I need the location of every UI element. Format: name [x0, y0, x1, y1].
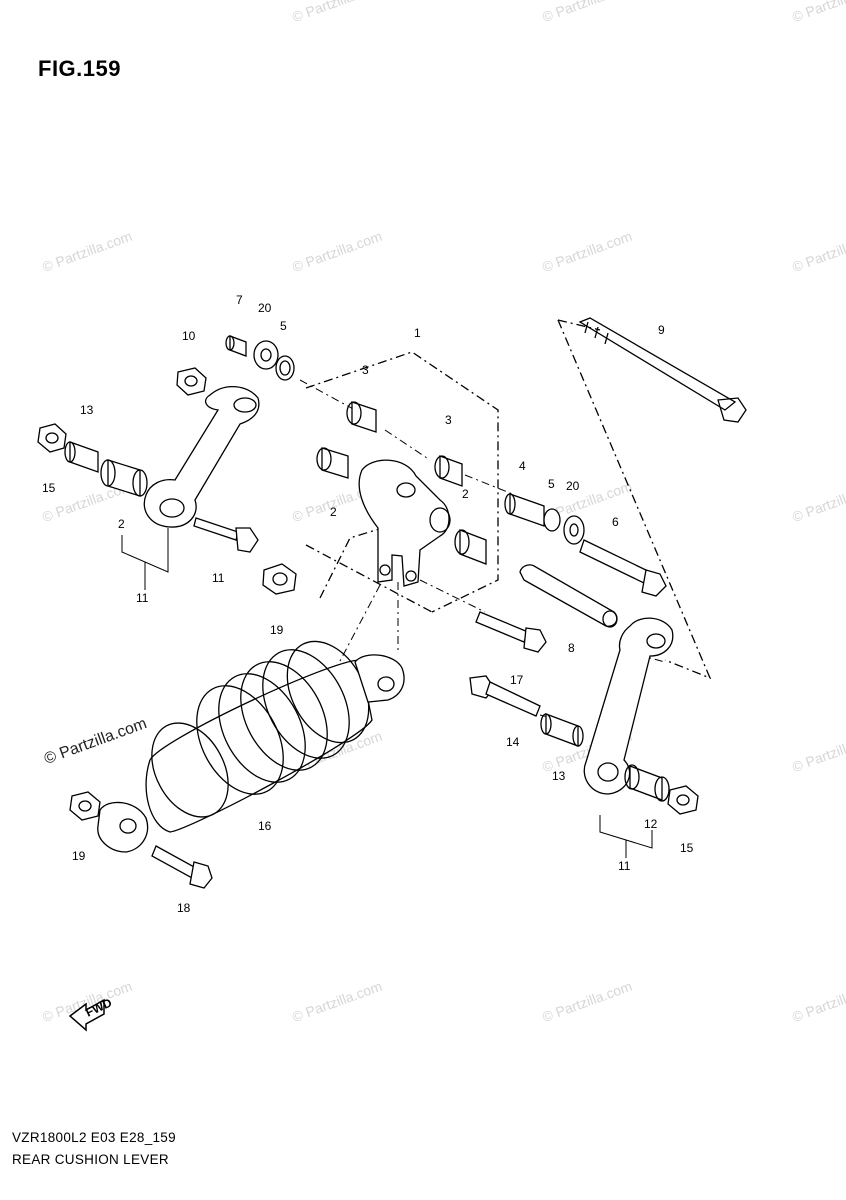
- nut-part-15-right: [667, 785, 699, 815]
- callout-4: 4: [519, 459, 526, 473]
- bolt-part-18: [151, 845, 213, 889]
- callout-15: 15: [42, 481, 56, 495]
- group-brackets: [121, 528, 653, 858]
- callout-1: 1: [414, 326, 421, 340]
- callout-20: 20: [566, 479, 580, 493]
- callout-3: 3: [362, 363, 369, 377]
- callout-17: 17: [510, 673, 524, 687]
- callout-7: 7: [236, 293, 243, 307]
- bolt-part-17: [475, 611, 547, 653]
- bolt-part-11: [193, 517, 259, 553]
- callout-15: 15: [680, 841, 694, 855]
- callout-20: 20: [258, 301, 272, 315]
- callout-10: 10: [182, 329, 196, 343]
- callout-16: 16: [258, 819, 272, 833]
- callout-2: 2: [462, 487, 469, 501]
- callout-2: 2: [118, 517, 125, 531]
- nut-part-10: [176, 367, 207, 396]
- assembly-outline-1: [305, 351, 499, 613]
- shock-absorber-part-16: [97, 640, 405, 853]
- callout-5: 5: [280, 319, 287, 333]
- fwd-arrow-icon: FWD: [68, 995, 114, 1032]
- callout-5: 5: [548, 477, 555, 491]
- callout-11: 11: [212, 571, 225, 585]
- callout-2: 2: [330, 505, 337, 519]
- callout-14: 14: [506, 735, 520, 749]
- callout-19: 19: [270, 623, 284, 637]
- nut-part-19-upper: [262, 563, 297, 595]
- washers-parts-7-20-5: [225, 335, 295, 381]
- callout-3: 3: [445, 413, 452, 427]
- figure-title: FIG.159: [38, 56, 121, 81]
- model-code: VZR1800L2 E03 E28_159: [12, 1130, 176, 1145]
- cushion-lever-part-1: [358, 459, 451, 587]
- collar-part-4: [504, 493, 585, 545]
- callout-13: 13: [552, 769, 566, 783]
- figure-caption: REAR CUSHION LEVER: [12, 1152, 169, 1167]
- long-bolt-part-9: [578, 317, 747, 423]
- spacer-part-8: [519, 564, 618, 628]
- collar-part-13: [540, 713, 584, 747]
- left-collar-parts: [37, 423, 148, 497]
- callout-18: 18: [177, 901, 191, 915]
- nut-part-19-lower: [69, 791, 101, 821]
- callout-6: 6: [612, 515, 619, 529]
- callout-9: 9: [658, 323, 665, 337]
- tie-rod-left-part-11: [143, 386, 260, 528]
- bearing-part-12: [624, 764, 670, 802]
- callout-11: 11: [618, 859, 631, 873]
- bearings-parts-2-3: [316, 401, 487, 565]
- callout-13: 13: [80, 403, 94, 417]
- callout-12: 12: [644, 817, 658, 831]
- assembly-outline-9: [557, 319, 712, 680]
- tie-rod-right-part-11: [583, 617, 674, 795]
- callout-labels: 1 2 2 2 3 3 4 5 5 6 7 8 9 10 11 11 11 12…: [42, 293, 694, 915]
- bolt-part-14: [469, 675, 541, 717]
- callout-11: 11: [136, 591, 149, 605]
- callout-8: 8: [568, 641, 575, 655]
- callout-19: 19: [72, 849, 86, 863]
- bolt-part-6: [579, 539, 667, 597]
